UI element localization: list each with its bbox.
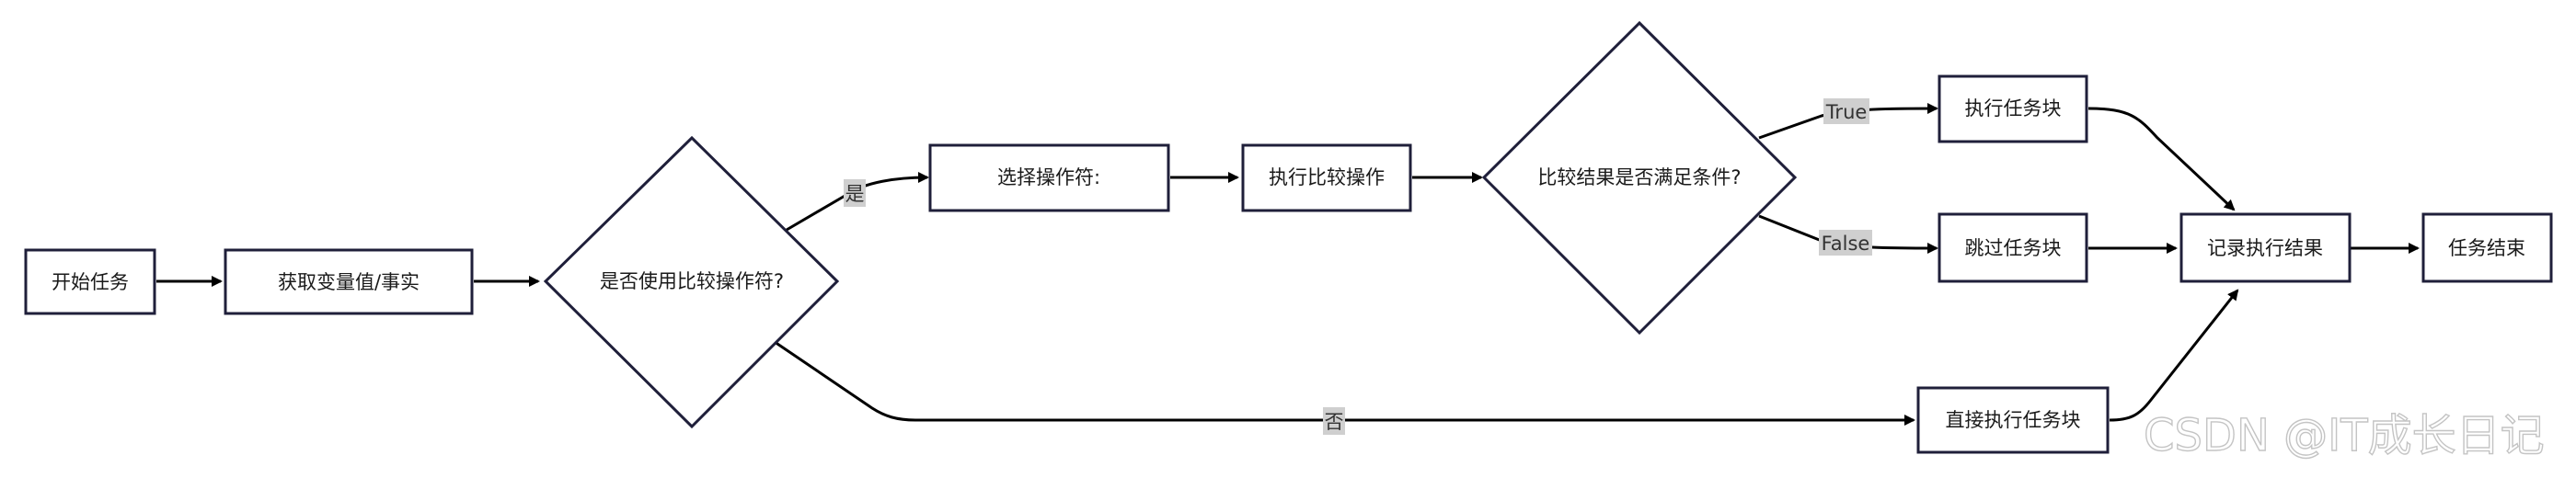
svg-text:比较结果是否满足条件?: 比较结果是否满足条件?: [1537, 166, 1741, 188]
svg-text:否: 否: [1325, 411, 1344, 433]
svg-text:CSDN @IT成长日记: CSDN @IT成长日记: [2144, 410, 2545, 461]
edge-direct-exec-to-record: [2109, 289, 2239, 422]
svg-text:获取变量值/事实: 获取变量值/事实: [278, 271, 420, 293]
edge-no-to-direct-exec: [774, 340, 1915, 426]
node-execute-compare[interactable]: 执行比较操作: [1241, 143, 1412, 212]
svg-text:是: 是: [845, 183, 865, 205]
node-end[interactable]: 任务结束: [2421, 212, 2553, 283]
edge-exec-task-to-record: [2087, 107, 2236, 211]
svg-text:执行比较操作: 执行比较操作: [1269, 166, 1385, 188]
svg-text:是否使用比较操作符?: 是否使用比较操作符?: [600, 270, 784, 292]
svg-text:记录执行结果: 记录执行结果: [2207, 237, 2323, 259]
svg-text:选择操作符:: 选择操作符:: [997, 166, 1100, 188]
node-get-variable[interactable]: 获取变量值/事实: [224, 248, 474, 315]
svg-text:开始任务: 开始任务: [52, 271, 129, 293]
node-decision-compare-result[interactable]: 比较结果是否满足条件?: [1481, 20, 1798, 336]
watermark: CSDN @IT成长日记: [2143, 409, 2545, 461]
svg-text:跳过任务块: 跳过任务块: [1965, 237, 2062, 259]
node-skip-task-block[interactable]: 跳过任务块: [1938, 212, 2088, 283]
edge-label-true: True: [1823, 98, 1869, 124]
edge-label-yes: 是: [844, 179, 866, 207]
edge-label-no: 否: [1323, 407, 1345, 435]
svg-text:True: True: [1825, 101, 1868, 123]
edge-label-false: False: [1819, 230, 1872, 256]
node-execute-task-block[interactable]: 执行任务块: [1938, 74, 2088, 143]
svg-text:False: False: [1822, 233, 1870, 255]
svg-text:执行任务块: 执行任务块: [1965, 97, 2062, 120]
svg-text:任务结束: 任务结束: [2448, 237, 2525, 259]
svg-text:直接执行任务块: 直接执行任务块: [1946, 409, 2081, 431]
node-start[interactable]: 开始任务: [24, 248, 156, 315]
node-select-operator[interactable]: 选择操作符:: [928, 143, 1170, 212]
node-direct-execute-task-block[interactable]: 直接执行任务块: [1916, 386, 2110, 454]
node-record-result[interactable]: 记录执行结果: [2179, 212, 2352, 283]
node-decision-use-compare[interactable]: 是否使用比较操作符?: [543, 135, 840, 429]
